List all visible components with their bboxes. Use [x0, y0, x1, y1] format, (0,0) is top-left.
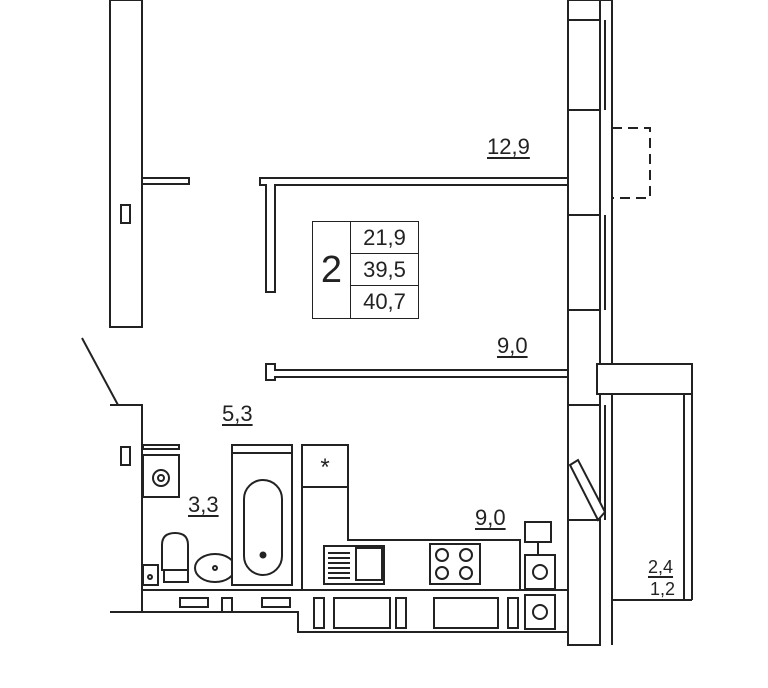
bedroom-wall-stub — [141, 177, 190, 185]
entrance-door — [81, 337, 119, 406]
total-area: 40,7 — [363, 289, 406, 314]
riser-lower — [524, 594, 556, 630]
room-area-living: 9,0 — [497, 333, 528, 358]
rooms-count: 2 — [313, 222, 351, 318]
room-area-kitchen: 9,0 — [475, 505, 506, 530]
kitchen-window-2 — [433, 597, 499, 629]
riser-upper — [524, 554, 556, 590]
fridge-asterisk: * — [320, 454, 329, 481]
sink-icon — [194, 553, 236, 583]
room-area-bedroom: 12,9 — [487, 134, 530, 159]
left-wall-upper — [109, 0, 143, 328]
right-wall — [567, 0, 601, 646]
room-area-hall: 5,3 — [222, 401, 253, 426]
living-area: 21,9 — [351, 222, 418, 254]
toilet-icon — [161, 531, 189, 571]
balcony-door-frame — [596, 363, 693, 395]
room-area-bathroom: 3,3 — [188, 492, 219, 517]
balcony-reduced-area: 1,2 — [650, 579, 676, 599]
door-handle-upper — [120, 204, 131, 224]
living-partition — [265, 363, 569, 381]
kitchen-window-1 — [333, 597, 391, 629]
door-handle-lower — [120, 446, 131, 466]
area-summary-table: 2 21,9 39,5 40,7 — [312, 221, 419, 319]
ac-unit-outline — [612, 127, 651, 199]
balcony-area: 2,4 — [648, 557, 674, 577]
left-wall-lower — [110, 404, 143, 613]
useful-area: 39,5 — [351, 254, 418, 286]
fridge-icon — [301, 444, 349, 488]
